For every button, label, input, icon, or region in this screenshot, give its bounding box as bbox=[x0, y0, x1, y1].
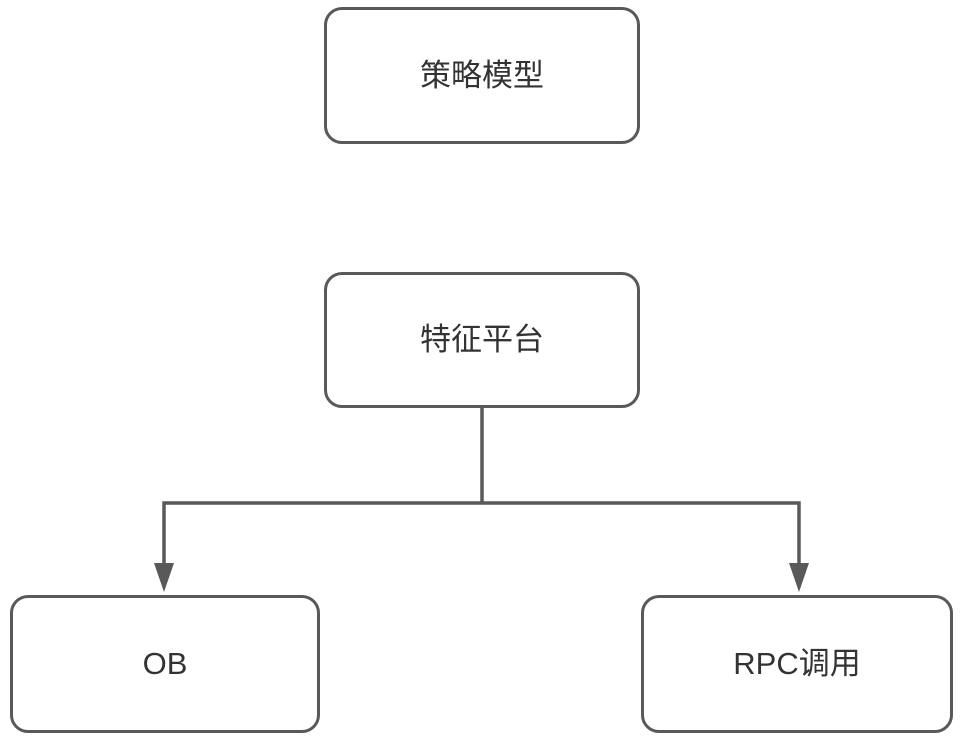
node-ob: OB bbox=[10, 595, 320, 733]
arrowhead-to-rpc bbox=[789, 563, 809, 592]
node-rpc-call: RPC调用 bbox=[641, 595, 953, 733]
node-strategy-model: 策略模型 bbox=[324, 7, 640, 144]
node-ob-label: OB bbox=[142, 646, 188, 682]
arrowhead-to-ob bbox=[154, 563, 174, 592]
node-strategy-model-label: 策略模型 bbox=[420, 57, 544, 93]
node-feature-platform-label: 特征平台 bbox=[420, 322, 544, 358]
node-rpc-call-label: RPC调用 bbox=[733, 646, 861, 682]
node-feature-platform: 特征平台 bbox=[324, 272, 640, 408]
edge-branch bbox=[162, 501, 801, 568]
